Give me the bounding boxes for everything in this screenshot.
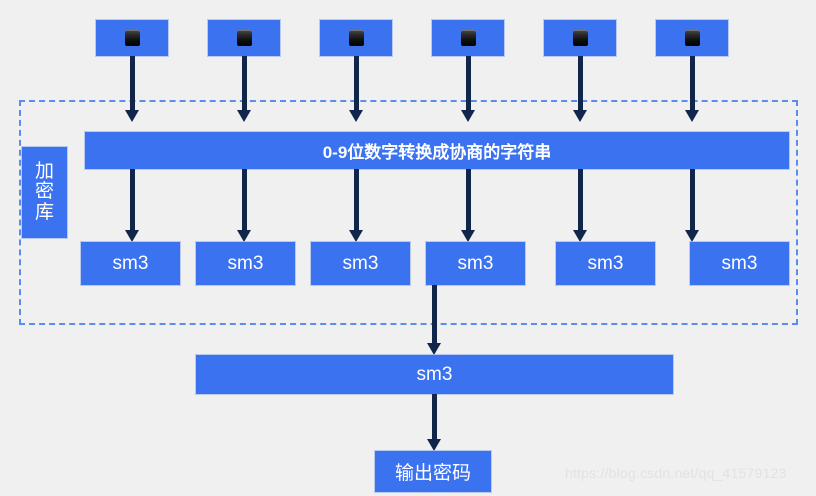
input-node-2[interactable]: [208, 20, 280, 56]
library-label-char-1: 加: [34, 160, 54, 182]
encryption-library-label: 加 密 库: [22, 147, 67, 238]
output-password-box[interactable]: 输出密码: [375, 451, 491, 492]
input-node-4[interactable]: [432, 20, 504, 56]
encryption-library-boundary: [19, 100, 798, 325]
final-hash-bar[interactable]: sm3: [196, 355, 673, 394]
device-icon: [124, 30, 140, 46]
device-icon: [348, 30, 364, 46]
input-node-1[interactable]: [96, 20, 168, 56]
input-node-6[interactable]: [656, 20, 728, 56]
hash-node-2[interactable]: sm3: [196, 242, 295, 285]
device-icon: [460, 30, 476, 46]
hash-node-1[interactable]: sm3: [81, 242, 180, 285]
device-icon: [236, 30, 252, 46]
hash-node-5[interactable]: sm3: [556, 242, 655, 285]
hash-node-3[interactable]: sm3: [311, 242, 410, 285]
device-icon: [684, 30, 700, 46]
watermark-text: https://blog.csdn.net/qq_41579123: [565, 465, 787, 481]
hash-node-6[interactable]: sm3: [690, 242, 789, 285]
digit-to-string-converter-bar[interactable]: 0-9位数字转换成协商的字符串: [85, 132, 789, 169]
library-label-char-2: 密: [34, 181, 54, 203]
hash-node-4[interactable]: sm3: [426, 242, 525, 285]
device-icon: [572, 30, 588, 46]
input-node-5[interactable]: [544, 20, 616, 56]
library-label-char-3: 库: [34, 201, 54, 223]
input-node-3[interactable]: [320, 20, 392, 56]
